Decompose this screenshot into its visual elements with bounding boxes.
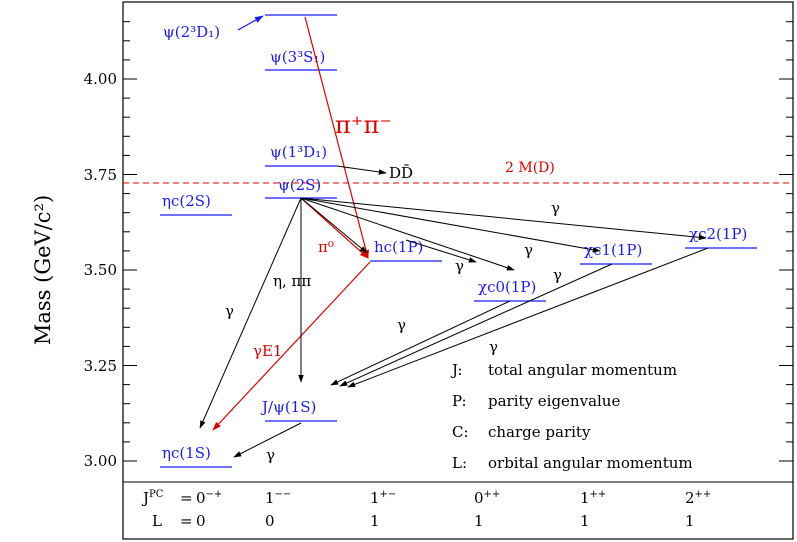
arrow-psi3770-to-ddbar (336, 165, 387, 175)
arrow-pipi-3s-to-hc (304, 16, 369, 259)
jpc-row-label: JPC (141, 489, 164, 507)
label-h-c-1p: hc(1P) (374, 238, 423, 256)
label-chi-c2-1p: χc2(1P) (689, 225, 747, 243)
label-gamma-e1: γE1 (253, 342, 282, 360)
legend-text-j: total angular momentum (488, 361, 677, 379)
arrow-2s-to-hc (300, 197, 368, 254)
l-row-label: L (152, 512, 162, 530)
label-j-psi-1s: J/ψ(1S) (260, 398, 316, 416)
arrow-hc-to-chic0 (405, 239, 477, 263)
label-ddbar: DD̄ (389, 164, 413, 182)
arrow-psi-2-3d1-pointer (237, 15, 264, 31)
arrow-2s-to-chic2 (300, 197, 707, 241)
label-psi-2s: ψ(2S) (278, 176, 321, 194)
label-eta-pipi: η, ππ (273, 272, 311, 290)
label-psi-1-3d1: ψ(1³D₁) (270, 143, 327, 161)
label-gamma-chic1-jpsi: γ (553, 266, 562, 284)
jpc-value-2: 1+− (370, 489, 396, 507)
jpc-value-4: 1++ (580, 489, 606, 507)
jpc-value-0: 0−+ (196, 489, 222, 507)
arrow-chic1-to-jpsi (339, 263, 613, 387)
tick-label-3-25: 3.25 (84, 357, 117, 375)
l-value-4: 1 (580, 512, 590, 530)
arrow-2s-to-etac1s (199, 197, 302, 429)
l-row-eq: = (180, 512, 193, 530)
label-gamma-to-chic2: γ (551, 199, 560, 217)
label-gamma-chic2-jpsi: γ (489, 338, 498, 356)
label-eta-c-2s: ηc(2S) (162, 192, 211, 210)
label-gamma-hc: γ (455, 257, 464, 275)
arrow-pi0-2s-to-hc (300, 197, 369, 259)
label-pi0: π⁰ (318, 238, 334, 256)
legend-text-l: orbital angular momentum (488, 454, 693, 472)
tick-label-3-00: 3.00 (84, 452, 117, 470)
label-psi-2-3d1: ψ(2³D₁) (163, 23, 220, 41)
arrow-2s-to-chic1 (300, 197, 601, 253)
jpc-value-3: 0++ (474, 489, 500, 507)
label-gamma-etac1s: γ (225, 302, 234, 320)
legend-key-j: J: (450, 361, 462, 379)
jpc-value-1: 1−− (265, 489, 291, 507)
l-value-2: 1 (370, 512, 380, 530)
y-axis-label: Mass (GeV/c²) (31, 195, 55, 345)
l-value-5: 1 (685, 512, 695, 530)
label-chi-c0-1p: χc0(1P) (478, 278, 536, 296)
label-gamma-chic0-jpsi: γ (397, 316, 406, 334)
arrow-chic0-to-jpsi (330, 300, 511, 386)
legend-key-l: L: (452, 454, 467, 472)
l-value-1: 0 (265, 512, 275, 530)
legend-key-c: C: (452, 423, 469, 441)
tick-label-3-50: 3.50 (84, 261, 117, 279)
legend-text-c: charge parity (488, 423, 591, 441)
arrow-2s-to-chic0 (300, 197, 515, 271)
l-value-3: 1 (474, 512, 484, 530)
label-psi-3-3s1: ψ(3³S₁) (270, 48, 325, 66)
arrow-jpsi-to-etac1s (233, 422, 302, 458)
jpc-value-5: 2++ (685, 489, 711, 507)
legend-text-p: parity eigenvalue (488, 392, 620, 410)
label-gamma-to-chic1: γ (524, 241, 533, 259)
label-eta-c-1s: ηc(1S) (162, 444, 211, 462)
arrow-chic2-to-jpsi (347, 247, 709, 388)
label-chi-c1-1p: χc1(1P) (584, 241, 642, 259)
l-value-0: 0 (196, 512, 206, 530)
tick-label-4-00: 4.00 (84, 70, 117, 88)
label-gamma-jpsi-etac: γ (266, 446, 275, 464)
arrow-gammaE1-hc-to-etac (212, 261, 371, 431)
tick-label-3-75: 3.75 (84, 166, 117, 184)
quantum-numbers: JPC = L = 0−+ 0 1−− 0 1+− 1 0++ 1 1++ 1 2++ 1 (141, 489, 711, 530)
threshold-label: 2 M(D) (505, 160, 555, 176)
legend: J: total angular momentum P: parity eige… (450, 361, 693, 472)
legend-key-p: P: (452, 392, 467, 410)
y-axis-ticks (123, 21, 793, 462)
label-pipi: π⁺π⁻ (335, 111, 392, 139)
jpc-row-eq: = (180, 489, 193, 507)
